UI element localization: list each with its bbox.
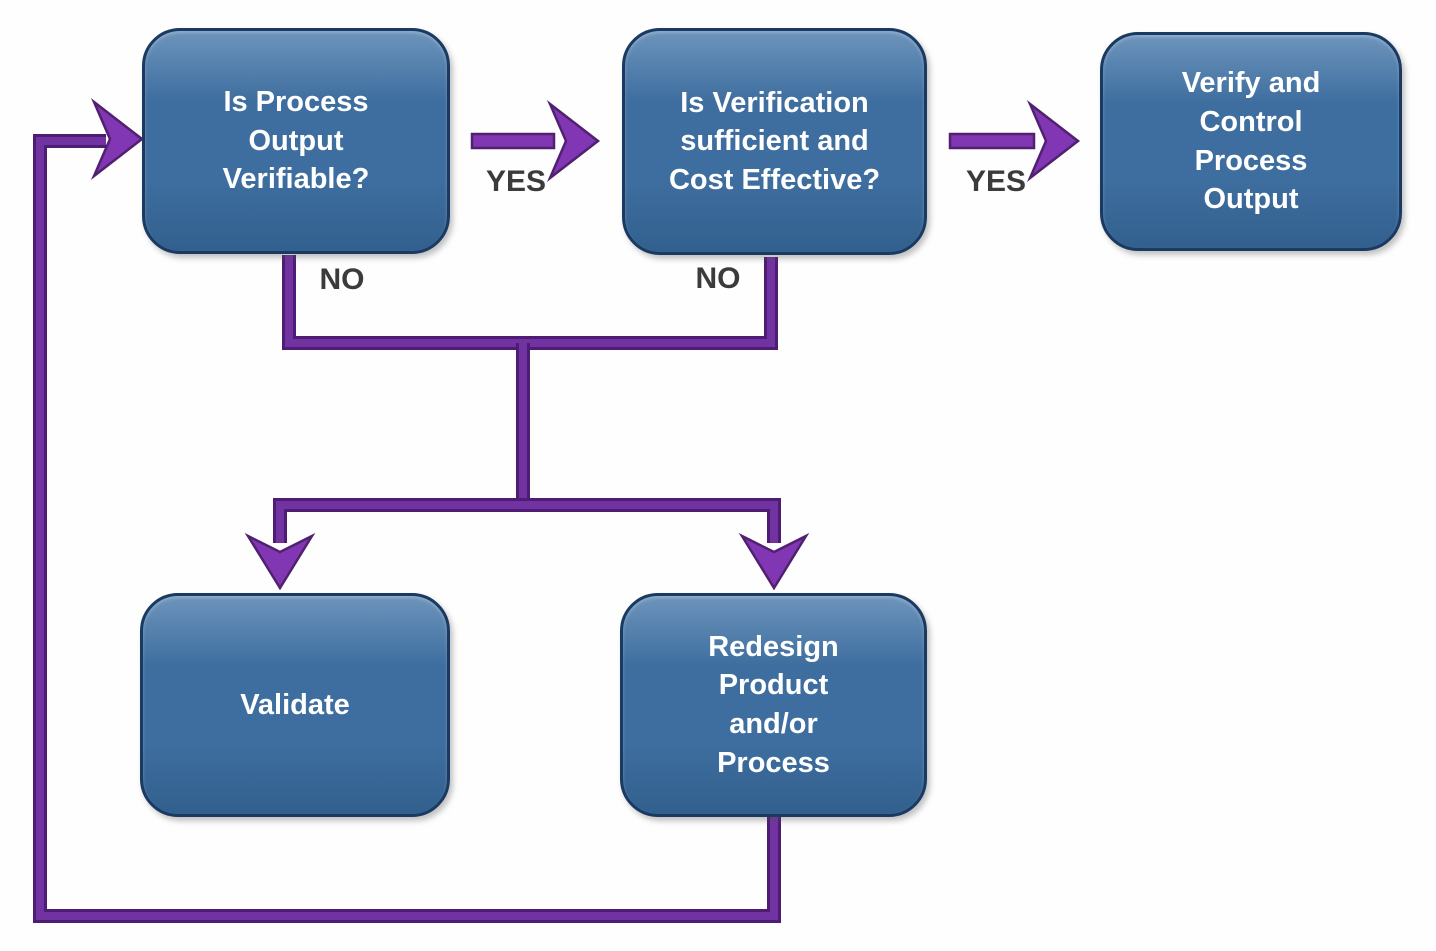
flow-box-verify-and-control-process-output: Verify and Control Process Output (1100, 32, 1402, 251)
edge-label-no-1: NO (319, 263, 365, 296)
arrow-yes-2-head-icon (1026, 100, 1081, 182)
arrow-yes-1-head-icon (546, 100, 601, 182)
arrow-yes-1-shaft (470, 132, 556, 150)
edge-label-no-2: NO (695, 262, 741, 295)
edge-label-yes-2: YES (965, 165, 1027, 198)
flow-box-is-process-output-verifiable: Is Process Output Verifiable? (142, 28, 450, 254)
connector-feedback-loop-highlight (36, 137, 778, 920)
connector-split-bar-highlight (276, 501, 778, 543)
arrowhead-down-redesign-icon (738, 532, 810, 591)
arrowhead-down-validate-icon (244, 532, 316, 591)
arrowhead-feedback-entry-icon (90, 98, 145, 180)
edge-label-yes-1: YES (485, 165, 547, 198)
flow-box-redesign-product-and-or-process: Redesign Product and/or Process (620, 593, 927, 817)
arrow-yes-2-shaft (948, 132, 1036, 150)
connector-split-bar (273, 498, 781, 543)
flow-box-is-verification-sufficient-cost-effective: Is Verification sufficient and Cost Effe… (622, 28, 927, 255)
flow-box-validate: Validate (140, 593, 450, 817)
